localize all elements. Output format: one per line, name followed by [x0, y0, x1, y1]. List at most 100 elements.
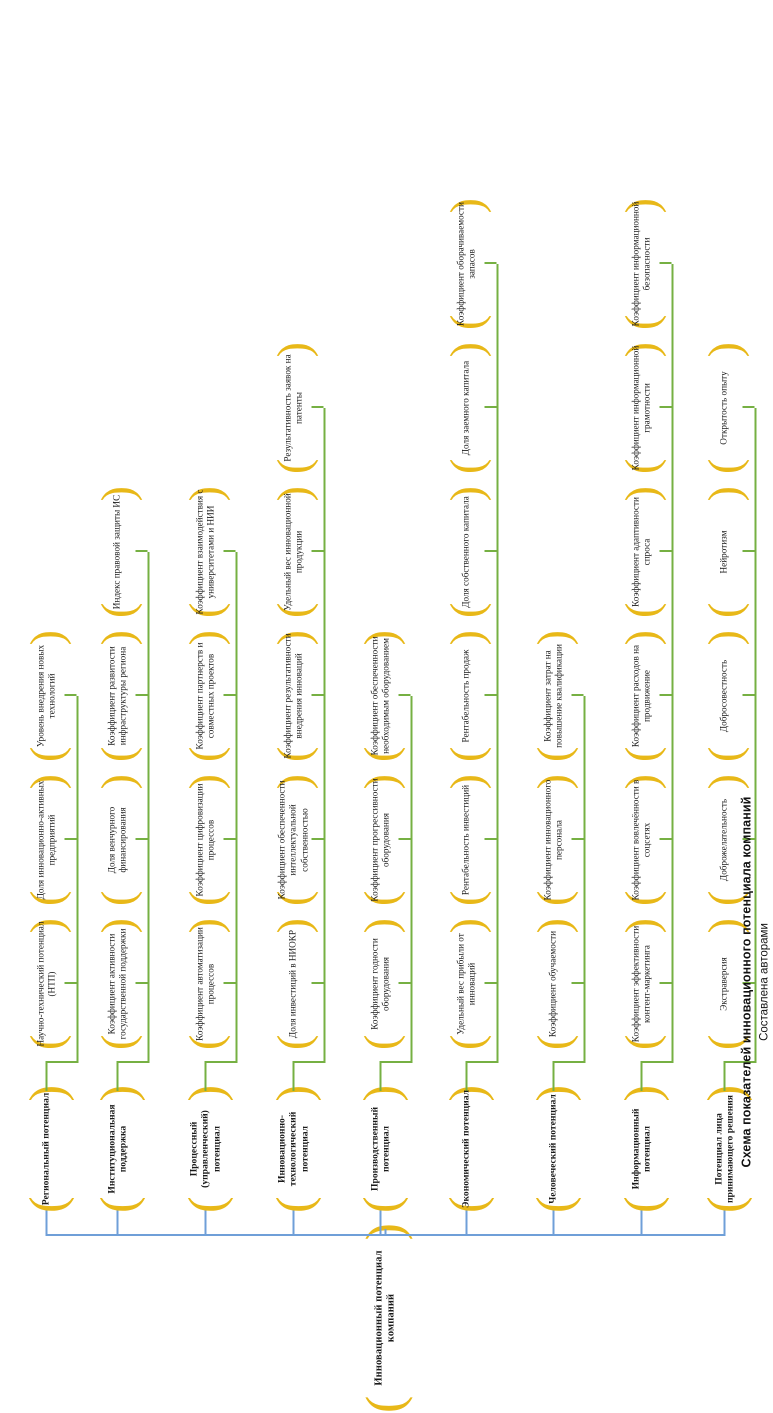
node-label: Доля инновационно-активных предприятий — [34, 780, 56, 900]
connector-line — [410, 696, 412, 1063]
leaf-node-innovation-tech-4: (Результативность заявок на патенты) — [267, 342, 318, 474]
node-label: Инновационный потенциал компаний — [372, 1250, 396, 1386]
leaf-node-institutional-0: (Коэффициент активности государственной … — [91, 918, 142, 1050]
leaf-node-production-1: (Коэффициент прогрессивности оборудовани… — [354, 774, 405, 906]
category-node-human: (Человеческий потенциал) — [525, 1085, 581, 1213]
left-brace-icon: ( — [698, 602, 749, 618]
figure-caption: Схема показателей инновационного потенци… — [740, 702, 771, 1262]
leaf-node-innovation-tech-0: (Доля инвестиций в НИОКР) — [267, 918, 318, 1050]
category-node-institutional: (Институциональная поддержка) — [89, 1085, 145, 1213]
leaf-node-information-3: (Коэффициент адаптивности спроса) — [615, 486, 666, 618]
node-label: Коэффициент информационной грамотности — [629, 345, 651, 471]
node-label: Результативность заявок на патенты — [281, 354, 303, 462]
category-node-process: (Процессный (управленческий) потенциал) — [177, 1085, 233, 1213]
leaf-node-human-2: (Коэффициент затрат на повышение квалифи… — [527, 630, 578, 762]
connector-line — [552, 1063, 554, 1091]
leaf-node-process-3: (Коэффициент взаимодействия с университе… — [179, 486, 230, 618]
right-brace-icon: ) — [698, 486, 749, 502]
node-label: Экстраверсия — [718, 957, 729, 1011]
node-label: Добросовестность — [718, 659, 729, 733]
node-label: Рентабельность продаж — [460, 649, 471, 743]
node-label: Коэффициент активности государственной п… — [105, 928, 127, 1040]
leaf-node-production-2: (Коэффициент обеспеченности необходимым … — [354, 630, 405, 762]
connector-line — [147, 552, 149, 1063]
connector-line — [640, 1061, 671, 1063]
node-label: Коэффициент эффективности контент-маркет… — [629, 925, 651, 1043]
node-label: Инновационно-технологический потенциал — [275, 1111, 310, 1187]
leaf-node-institutional-3: (Индекс правовой защиты ИС) — [91, 486, 142, 618]
leaf-node-human-0: (Коэффициент обучаемости) — [527, 918, 578, 1050]
node-label: Удельный вес прибыли от инноваций — [454, 933, 476, 1035]
connector-line — [292, 1061, 323, 1063]
node-label: Коэффициент вовлечённости в соцсетях — [629, 779, 651, 901]
leaf-node-innovation-tech-3: (Удельный вес инновационной продукции) — [267, 486, 318, 618]
leaf-node-economic-2: (Рентабельность продаж) — [440, 630, 491, 762]
node-label: Коэффициент развитости инфраструктуры ре… — [105, 646, 127, 746]
leaf-node-economic-5: (Коэффициент оборачиваемости запасов) — [440, 198, 491, 330]
node-label: Человеческий потенциал — [547, 1094, 559, 1204]
leaf-node-institutional-2: (Коэффициент развитости инфраструктуры р… — [91, 630, 142, 762]
node-label: Коэффициент результативности внедрения и… — [281, 633, 303, 759]
caption-subtitle: Составлена авторами — [758, 923, 771, 1041]
node-label: Процессный (управленческий) потенциал — [187, 1110, 222, 1188]
node-label: Региональный потенциал — [40, 1092, 52, 1206]
category-node-innovation-tech: (Инновационно-технологический потенциал) — [265, 1085, 321, 1213]
node-label: Информационный потенциал — [629, 1108, 653, 1190]
category-node-regional: (Региональный потенциал) — [18, 1085, 74, 1213]
category-node-information: (Информационный потенциал) — [613, 1085, 669, 1213]
leaf-node-innovation-tech-2: (Коэффициент результативности внедрения … — [267, 630, 318, 762]
node-label: Индекс правовой защиты ИС — [111, 494, 122, 610]
category-node-economic: (Экономический потенциал) — [438, 1085, 494, 1213]
leaf-node-human-1: (Коэффициент инновационного персонала) — [527, 774, 578, 906]
right-brace-icon: ) — [698, 342, 749, 358]
connector-line — [45, 1061, 76, 1063]
node-label: Доля собственного капитала — [460, 496, 471, 608]
node-label: Удельный вес инновационной продукции — [281, 493, 303, 611]
leaf-node-decision-maker-4: ( Открытость опыту) — [698, 342, 749, 474]
leaf-node-economic-1: (Рентабельность инвестиций) — [440, 774, 491, 906]
node-label: Экономический потенциал — [460, 1090, 472, 1208]
node-label: Потенциал лица принимающего решения — [712, 1095, 736, 1203]
node-label: Открытость опыту — [718, 371, 729, 445]
right-brace-icon: ) — [698, 630, 749, 646]
node-label: Коэффициент цифровизации процессов — [193, 783, 215, 897]
node-label: Коэффициент обеспеченности интеллектуаль… — [276, 780, 309, 900]
connector-line — [379, 1061, 410, 1063]
node-label: Коэффициент расходов на продвижение — [629, 644, 651, 748]
connector-line — [465, 1061, 496, 1063]
category-node-production: (Производственный потенциал) — [352, 1085, 408, 1213]
left-brace-icon: ( — [698, 458, 749, 474]
node-label: Доброжелательность — [718, 798, 729, 882]
root-node: (Инновационный потенциал компаний) — [356, 1223, 413, 1413]
node-label: Коэффициент адаптивности спроса — [629, 497, 651, 607]
leaf-node-information-4: (Коэффициент информационной грамотности) — [615, 342, 666, 474]
node-label: Нейротизм — [718, 530, 729, 574]
leaf-node-decision-maker-3: ( Нейротизм) — [698, 486, 749, 618]
connector-line — [671, 264, 673, 1063]
leaf-node-process-1: (Коэффициент цифровизации процессов) — [179, 774, 230, 906]
node-label: Коэффициент инновационного персонала — [541, 779, 563, 901]
connector-line — [45, 1063, 47, 1091]
leaf-node-process-2: (Коэффициент партнерств и совместных про… — [179, 630, 230, 762]
node-label: Коэффициент обеспеченности необходимым о… — [368, 636, 390, 756]
leaf-node-process-0: (Коэффициент автоматизации процессов) — [179, 918, 230, 1050]
node-label: Уровень внедрения новых технологий — [34, 644, 56, 748]
node-label: Рентабельность инвестиций — [460, 784, 471, 896]
node-label: Институциональная поддержка — [105, 1104, 129, 1194]
leaf-node-regional-0: (Научно-технический потенциал (НТП)) — [20, 918, 71, 1050]
node-label: Коэффициент партнерств и совместных прое… — [193, 642, 215, 750]
node-label: Научно-технический потенциал (НТП) — [34, 921, 56, 1047]
node-label: Коэффициент годности оборудования — [368, 938, 390, 1030]
connector-line — [323, 408, 325, 1063]
leaf-node-institutional-1: (Доля венчурного финансирования) — [91, 774, 142, 906]
leaf-node-production-0: (Коэффициент годности оборудования) — [354, 918, 405, 1050]
leaf-node-information-1: (Коэффициент вовлечённости в соцсетях) — [615, 774, 666, 906]
node-label: Коэффициент затрат на повышение квалифик… — [541, 644, 563, 748]
leaf-node-information-5: (Коэффициент информационной безопасности… — [615, 198, 666, 330]
node-label: Коэффициент оборачиваемости запасов — [454, 202, 476, 326]
node-label: Коэффициент прогрессивности оборудования — [368, 778, 390, 902]
leaf-node-economic-4: (Доля заемного капитала) — [440, 342, 491, 474]
node-label: Коэффициент обучаемости — [547, 930, 558, 1038]
connector-line — [235, 552, 237, 1063]
